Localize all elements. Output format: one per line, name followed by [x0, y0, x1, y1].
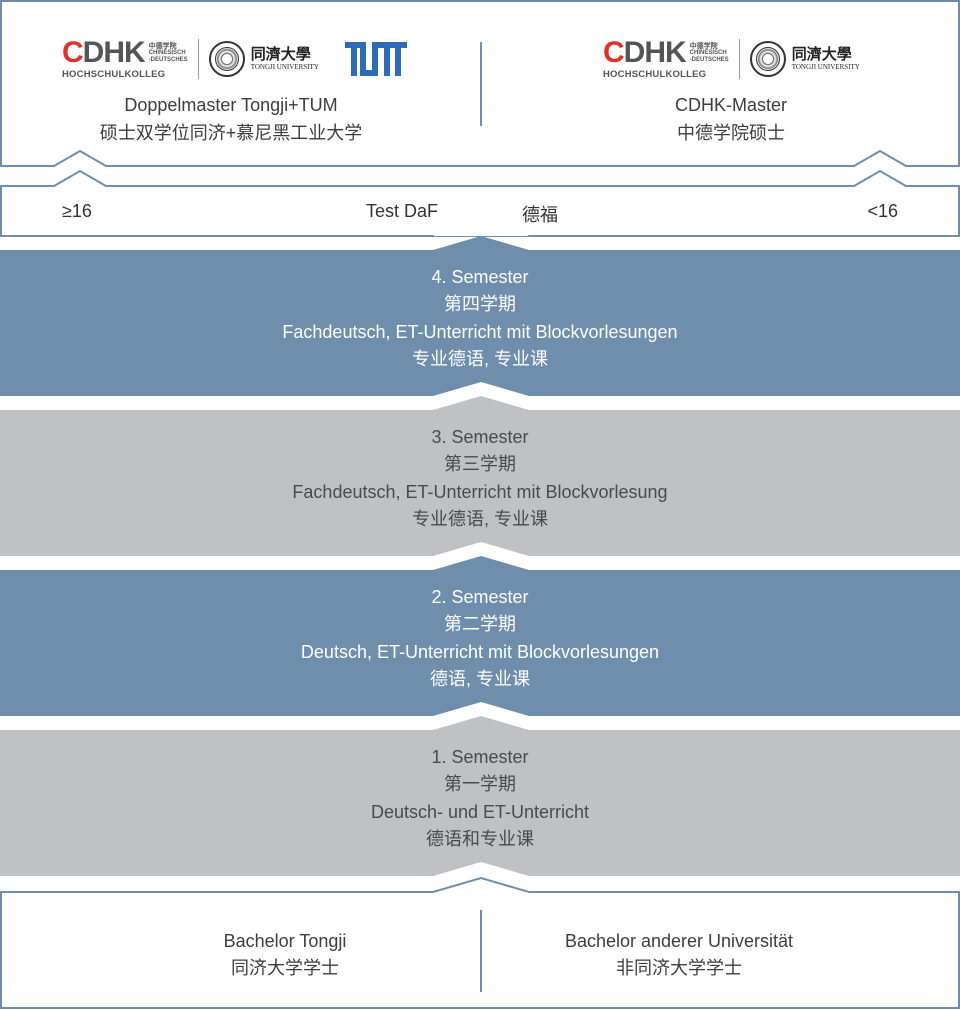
band-semester-3 — [0, 396, 960, 556]
top-right-title-de: CDHK-Master — [674, 95, 787, 115]
semester-3-desc-cn: 专业德语, 专业课 — [411, 509, 548, 529]
semester-2-desc: Deutsch, ET-Unterricht mit Blockvorlesun… — [300, 642, 660, 662]
semester-3-title-cn: 第三学期 — [444, 454, 516, 474]
tongji-logo-cn: 同濟大學 — [791, 45, 852, 63]
cdhk-logo: CDHK 中德学院 CHINESISCH -DEUTSCHES HOCHSCHU… — [603, 36, 729, 81]
cdhk-logo-small-2: -DEUTSCHES — [148, 56, 188, 63]
cdhk-logo-small-1: CHINESISCH — [689, 49, 727, 56]
band-semester-4 — [0, 236, 960, 396]
band-semester-2 — [0, 556, 960, 716]
cdhk-logo-small-2: -DEUTSCHES — [689, 56, 729, 63]
tongji-seal-icon — [208, 41, 245, 77]
cdhk-logo-text: CDHK — [603, 36, 687, 69]
logo-separator — [738, 39, 740, 79]
top-left-logos: CDHK 中德学院 CHINESISCH -DEUTSCHES HOCHSCHU… — [62, 38, 407, 80]
top-left-title-de: Doppelmaster Tongji+TUM — [124, 95, 338, 115]
semester-2-title: 2. Semester — [431, 587, 529, 607]
logo-separator — [197, 39, 199, 79]
semester-1-desc: Deutsch- und ET-Unterricht — [370, 802, 590, 822]
semester-2-desc-cn: 德语, 专业课 — [429, 669, 530, 689]
bottom-left-title-de: Bachelor Tongji — [223, 931, 347, 951]
test-right-value: <16 — [867, 201, 898, 221]
cdhk-logo-cn: 中德学院 — [689, 42, 718, 50]
cdhk-logo: CDHK 中德学院 CHINESISCH -DEUTSCHES HOCHSCHU… — [62, 36, 188, 81]
test-label-de: Test DaF — [365, 201, 438, 221]
cdhk-logo-text: CDHK — [62, 36, 146, 69]
bottom-left-title-cn: 同济大学学士 — [231, 958, 339, 978]
tongji-logo: 同濟大學 TONGJI UNIVERSITY — [749, 41, 860, 77]
top-right-title-cn: 中德学院硕士 — [677, 123, 785, 143]
bottom-right-title-de: Bachelor anderer Universität — [564, 931, 794, 951]
tongji-logo-cn: 同濟大學 — [250, 45, 311, 63]
semester-4-desc: Fachdeutsch, ET-Unterricht mit Blockvorl… — [282, 322, 678, 342]
semester-1-title: 1. Semester — [431, 747, 529, 767]
tongji-logo-en: TONGJI UNIVERSITY — [250, 63, 319, 71]
tongji-seal-icon — [749, 41, 786, 77]
band-semester-1 — [0, 716, 960, 876]
cdhk-logo-small-1: CHINESISCH — [148, 49, 186, 56]
test-notch — [433, 212, 529, 236]
semester-3-title: 3. Semester — [431, 427, 529, 447]
semester-1-desc-cn: 德语和专业课 — [426, 829, 534, 849]
top-left-title-cn: 硕士双学位同济+慕尼黑工业大学 — [99, 123, 363, 143]
semester-3-desc: Fachdeutsch, ET-Unterricht mit Blockvorl… — [292, 482, 668, 502]
cdhk-logo-cn: 中德学院 — [148, 42, 177, 50]
semester-4-desc-cn: 专业德语, 专业课 — [411, 349, 548, 369]
semester-4-title-cn: 第四学期 — [444, 294, 516, 314]
test-label-cn: 德福 — [522, 205, 558, 225]
cdhk-logo-sub: HOCHSCHULKOLLEG — [603, 69, 707, 80]
bottom-right-title-cn: 非同济大学学士 — [616, 958, 742, 978]
semester-1-title-cn: 第一学期 — [444, 774, 516, 794]
tum-logo — [344, 42, 407, 76]
test-frame — [0, 169, 960, 237]
semester-2-title-cn: 第二学期 — [444, 614, 516, 634]
top-right-logos: CDHK 中德学院 CHINESISCH -DEUTSCHES HOCHSCHU… — [603, 36, 860, 81]
tongji-logo: 同濟大學 TONGJI UNIVERSITY — [208, 41, 319, 77]
test-left-value: ≥16 — [62, 201, 92, 221]
cdhk-logo-sub: HOCHSCHULKOLLEG — [62, 69, 166, 80]
semester-4-title: 4. Semester — [431, 267, 529, 287]
tongji-logo-en: TONGJI UNIVERSITY — [791, 63, 860, 71]
